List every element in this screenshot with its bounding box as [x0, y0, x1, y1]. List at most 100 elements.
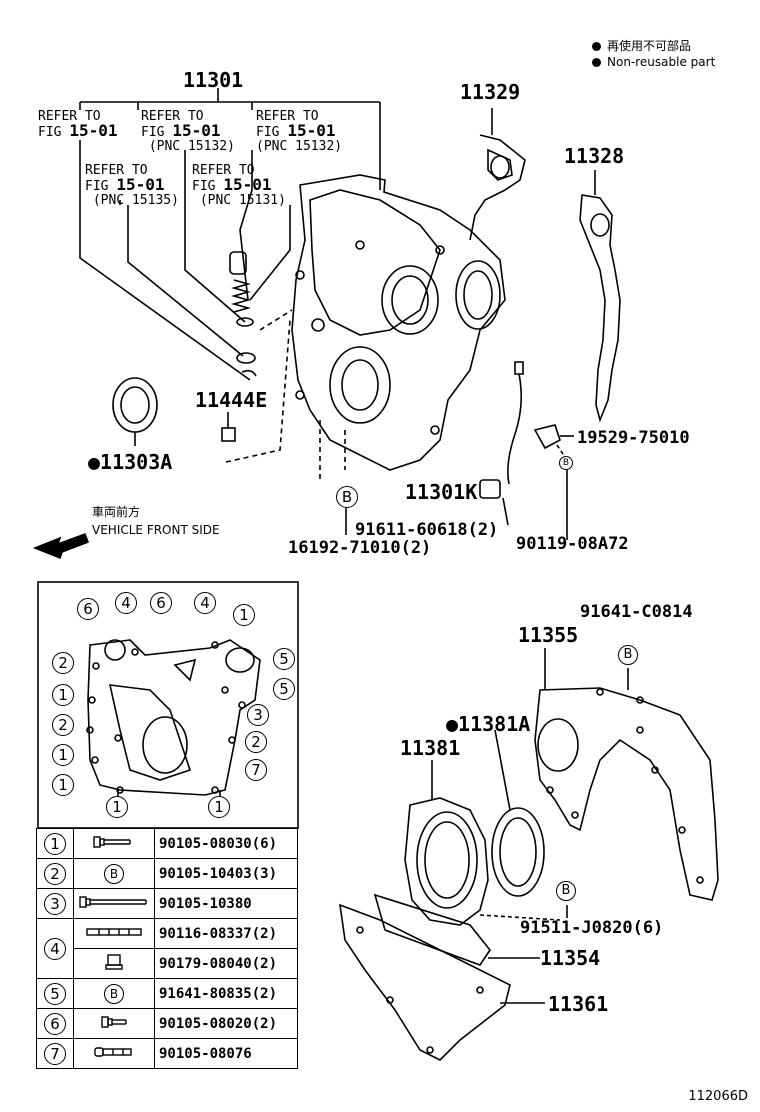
row-marker: 4 [44, 937, 66, 960]
inset-marker: 4 [194, 592, 216, 614]
non-reusable-dot-icon: ● [446, 712, 459, 736]
legend-en: Non-reusable part [592, 55, 715, 69]
cylinder-part [229, 251, 247, 275]
refer-fig: 15-01 [116, 175, 165, 194]
callout-11354: 11354 [540, 946, 601, 970]
part-number: 90179-08040(2) [154, 948, 298, 979]
inset-marker: 1 [208, 796, 230, 818]
refer-pnc: (PNC 15132) [256, 139, 343, 154]
inset-marker: 5 [273, 648, 295, 670]
inset-marker: 1 [106, 796, 128, 818]
inset-marker: 4 [115, 592, 137, 614]
inset-marker: 1 [52, 744, 74, 766]
legend-text-en: Non-reusable part [607, 55, 716, 69]
callout-11301K: 11301K [405, 480, 478, 504]
table-row: 1 90105-08030(6) [36, 828, 298, 859]
refer-note-2: REFER TO FIG 15-01 (PNC 15132) [141, 110, 235, 154]
refer-fig: 15-01 [223, 175, 272, 194]
refer-line: REFER TO [141, 109, 204, 124]
table-row: 4 90116-08337(2) [36, 918, 298, 979]
callout-91511: 91511-J0820(6) [520, 918, 664, 938]
stud-bolt-icon [94, 1047, 132, 1057]
stud-bolt-icon [86, 928, 142, 936]
callout-11328: 11328 [564, 144, 625, 168]
callout-11329: 11329 [460, 80, 521, 104]
bolt-marker-b: B [336, 486, 358, 508]
refer-pnc: (PNC 15131) [199, 193, 286, 208]
part-number: 90105-08076 [154, 1038, 298, 1069]
inset-marker: 2 [52, 652, 74, 674]
callout-11361: 11361 [548, 992, 609, 1016]
refer-fig: 15-01 [69, 121, 118, 140]
callout-11355: 11355 [518, 623, 579, 647]
refer-fig: 15-01 [172, 121, 221, 140]
refer-note-4: REFER TO FIG 15-01 (PNC 15135) [85, 164, 179, 208]
part-number: 90105-10403(3) [154, 858, 298, 889]
callout-91641-C0814: 91641-C0814 [580, 602, 693, 622]
refer-line: REFER TO [85, 163, 148, 178]
inset-marker: 2 [245, 731, 267, 753]
inset-marker: 1 [52, 684, 74, 706]
inset-marker: 3 [247, 704, 269, 726]
refer-fig: 15-01 [287, 121, 336, 140]
inset-marker: 6 [77, 598, 99, 620]
inset-marker: 2 [52, 714, 74, 736]
refer-line: REFER TO [192, 163, 255, 178]
b-mark-icon: B [104, 984, 124, 1004]
refer-line: FIG [38, 125, 62, 140]
fastener-table: 1 90105-08030(6) 2 B 90105-10403(3) 3 90… [36, 828, 298, 1069]
inset-marker: 1 [52, 774, 74, 796]
callout-11303A: ●11303A [88, 450, 172, 474]
table-row: 3 90105-10380 [36, 888, 298, 919]
inset-marker: 1 [233, 604, 255, 626]
b-mark-icon: B [104, 864, 124, 884]
callout-11303A-text: 11303A [100, 450, 173, 474]
part-number: 90105-10380 [154, 888, 298, 919]
table-row: 6 90105-08020(2) [36, 1008, 298, 1039]
refer-pnc: (PNC 15135) [92, 193, 179, 208]
table-row: 90179-08040(2) [37, 948, 298, 979]
callout-11381A: ●11381A [446, 712, 530, 736]
bullet-icon [592, 58, 601, 67]
row-marker: 7 [44, 1042, 66, 1065]
row-marker: 1 [44, 832, 66, 855]
legend-text-jp: 再使用不可部品 [607, 39, 692, 53]
callout-16192: 16192-71010(2) [288, 538, 432, 558]
refer-pnc: (PNC 15132) [148, 139, 235, 154]
table-row: 2 B 90105-10403(3) [36, 858, 298, 889]
refer-note-5: REFER TO FIG 15-01 (PNC 15131) [192, 164, 286, 208]
part-number: 90105-08020(2) [154, 1008, 298, 1039]
part-number: 90105-08030(6) [154, 828, 298, 859]
refer-line: FIG [141, 125, 165, 140]
long-bolt-icon [79, 895, 147, 908]
vehicle-front-jp: 車両前方 [92, 505, 141, 519]
nut-icon [105, 953, 123, 970]
non-reusable-dot-icon: ● [88, 450, 101, 474]
bolt-marker-b: B [618, 645, 638, 665]
part-number: 91641-80835(2) [154, 978, 298, 1009]
table-row: 7 90105-08076 [36, 1038, 298, 1069]
refer-note-1: REFER TO FIG 15-01 [38, 110, 117, 140]
row-marker: 3 [44, 892, 66, 915]
part-number: 90116-08337(2) [154, 918, 298, 949]
refer-line: FIG [85, 179, 109, 194]
legend-jp: 再使用不可部品 [592, 37, 691, 54]
row-marker: 5 [44, 982, 66, 1005]
callout-11381A-text: 11381A [458, 712, 531, 736]
refer-line: FIG [192, 179, 216, 194]
refer-line: FIG [256, 125, 280, 140]
callout-90119: 90119-08A72 [516, 534, 629, 554]
bolt-marker-b: B [559, 456, 573, 470]
callout-11444E: 11444E [195, 388, 268, 412]
inset-marker: 5 [273, 678, 295, 700]
refer-line: REFER TO [38, 109, 101, 124]
inset-marker: 6 [150, 592, 172, 614]
bolt-marker-b: B [556, 881, 576, 901]
callout-11301: 11301 [183, 68, 244, 92]
callout-11381: 11381 [400, 736, 461, 760]
inset-marker: 7 [245, 759, 267, 781]
flange-bolt-icon [93, 835, 131, 848]
